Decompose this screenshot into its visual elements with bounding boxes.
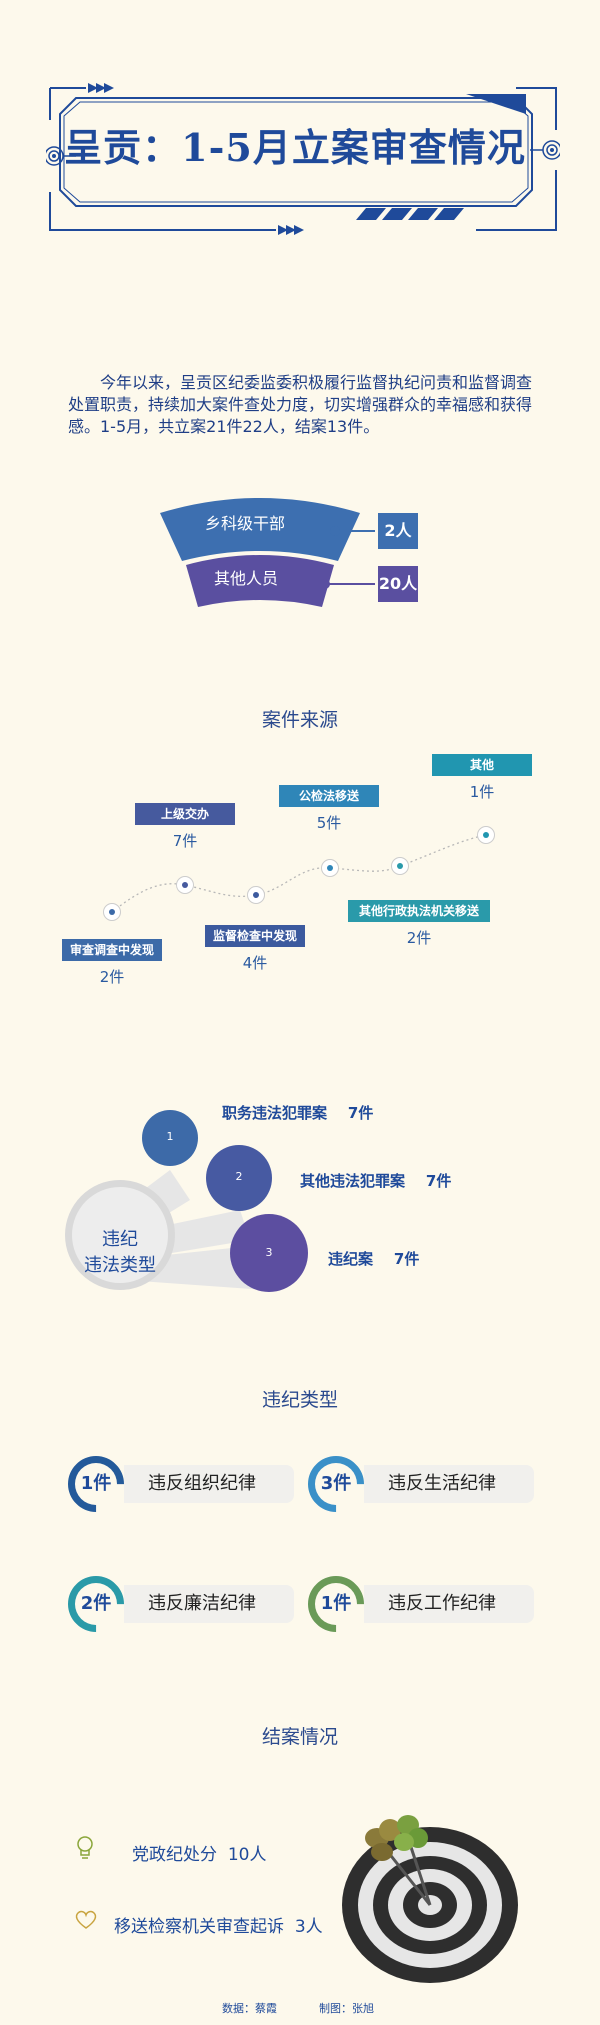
source-dot-1: [103, 903, 121, 921]
crime-hub-line2: 违法类型: [84, 1255, 156, 1276]
crime-circle-1: [142, 1110, 198, 1166]
source-value-6: 1件: [469, 783, 495, 801]
source-tag-4: 公检法移送: [279, 785, 379, 807]
crime-label-3: 违纪案: [328, 1250, 374, 1268]
source-tag-2: 上级交办: [135, 803, 235, 825]
crime-num-3: 3: [265, 1246, 273, 1259]
clover-icon: [365, 1815, 428, 1861]
crime-label-1: 职务违法犯罪案: [222, 1104, 328, 1122]
crime-num-1: 1: [166, 1130, 174, 1143]
crime-value-2: 7件: [425, 1172, 452, 1190]
discipline-pill-2: 违反生活纪律: [364, 1465, 534, 1503]
discipline-pill-1: 违反组织纪律: [124, 1465, 294, 1503]
discipline-pill-3: 违反廉洁纪律: [124, 1585, 294, 1623]
credits: 数据：蔡霞 制图：张旭: [222, 2000, 374, 2016]
crime-item-2: 其他违法犯罪案 7件: [300, 1170, 451, 1191]
closing-label-1: 党政纪处分: [132, 1845, 217, 1865]
discipline-title: 违纪类型: [261, 1389, 338, 1411]
discipline-count-4: 1件: [320, 1593, 352, 1614]
source-tag-6: 其他: [432, 754, 532, 776]
source-dot-2: [176, 876, 194, 894]
crime-hub-label: 违纪 违法类型: [70, 1227, 170, 1279]
people-label-other: 其他人员: [214, 569, 279, 588]
people-count-cadre: 2人: [378, 513, 418, 549]
discipline-count-3: 2件: [80, 1593, 112, 1614]
source-tag-5: 其他行政执法机关移送: [348, 900, 490, 922]
closing-item-2: 移送检察机关审查起诉 3人: [114, 1912, 323, 1937]
source-tag-1: 审查调查中发现: [62, 939, 162, 961]
source-dot-6: [477, 826, 495, 844]
discipline-count-2: 3件: [320, 1473, 352, 1494]
crime-item-1: 职务违法犯罪案 7件: [222, 1102, 373, 1123]
closing-label-2: 移送检察机关审查起诉: [114, 1917, 284, 1937]
crime-num-2: 2: [235, 1170, 243, 1183]
crime-hub-line1: 违纪: [102, 1229, 138, 1250]
credit-data: 数据：蔡霞: [222, 2002, 277, 2015]
crime-value-1: 7件: [347, 1104, 374, 1122]
source-dot-4: [321, 859, 339, 877]
closing-item-1: 党政纪处分 10人: [132, 1840, 266, 1865]
source-value-4: 5件: [316, 814, 342, 832]
crime-item-3: 违纪案 7件: [328, 1248, 419, 1269]
source-value-5: 2件: [406, 929, 432, 947]
source-dot-3: [247, 886, 265, 904]
source-value-1: 2件: [99, 968, 125, 986]
crime-diagram: [65, 1170, 265, 1290]
lightbulb-icon: [77, 1836, 93, 1859]
target-icon-right: [530, 140, 560, 160]
page-title: 呈贡：1-5月立案审查情况: [64, 125, 526, 170]
closing-value-1: 10人: [227, 1845, 267, 1865]
credit-design: 制图：张旭: [318, 2002, 374, 2015]
source-value-3: 4件: [242, 954, 268, 972]
crime-circle-2: [206, 1145, 272, 1211]
sources-title: 案件来源: [261, 709, 338, 731]
sources-curve: [111, 834, 487, 913]
closing-title: 结案情况: [261, 1726, 338, 1748]
people-arcs: [160, 498, 375, 607]
source-tag-3: 监督检查中发现: [205, 925, 305, 947]
source-value-2: 7件: [172, 832, 198, 850]
dartboard-icon: [342, 1815, 518, 1983]
crime-value-3: 7件: [393, 1250, 420, 1268]
discipline-count-1: 1件: [80, 1473, 112, 1494]
crime-circle-3: [230, 1214, 308, 1292]
people-count-other: 20人: [378, 566, 418, 602]
discipline-pill-4: 违反工作纪律: [364, 1585, 534, 1623]
title-frame: [46, 83, 560, 235]
people-label-cadre: 乡科级干部: [205, 514, 286, 533]
source-dot-5: [391, 857, 409, 875]
intro-paragraph: 今年以来，呈贡区纪委监委积极履行监督执纪问责和监督调查处置职责，持续加大案件查处…: [68, 373, 533, 436]
heart-icon: [75, 1910, 97, 1929]
target-icon-left: [46, 146, 76, 166]
crime-label-2: 其他违法犯罪案: [300, 1172, 406, 1190]
closing-value-2: 3人: [294, 1917, 323, 1937]
